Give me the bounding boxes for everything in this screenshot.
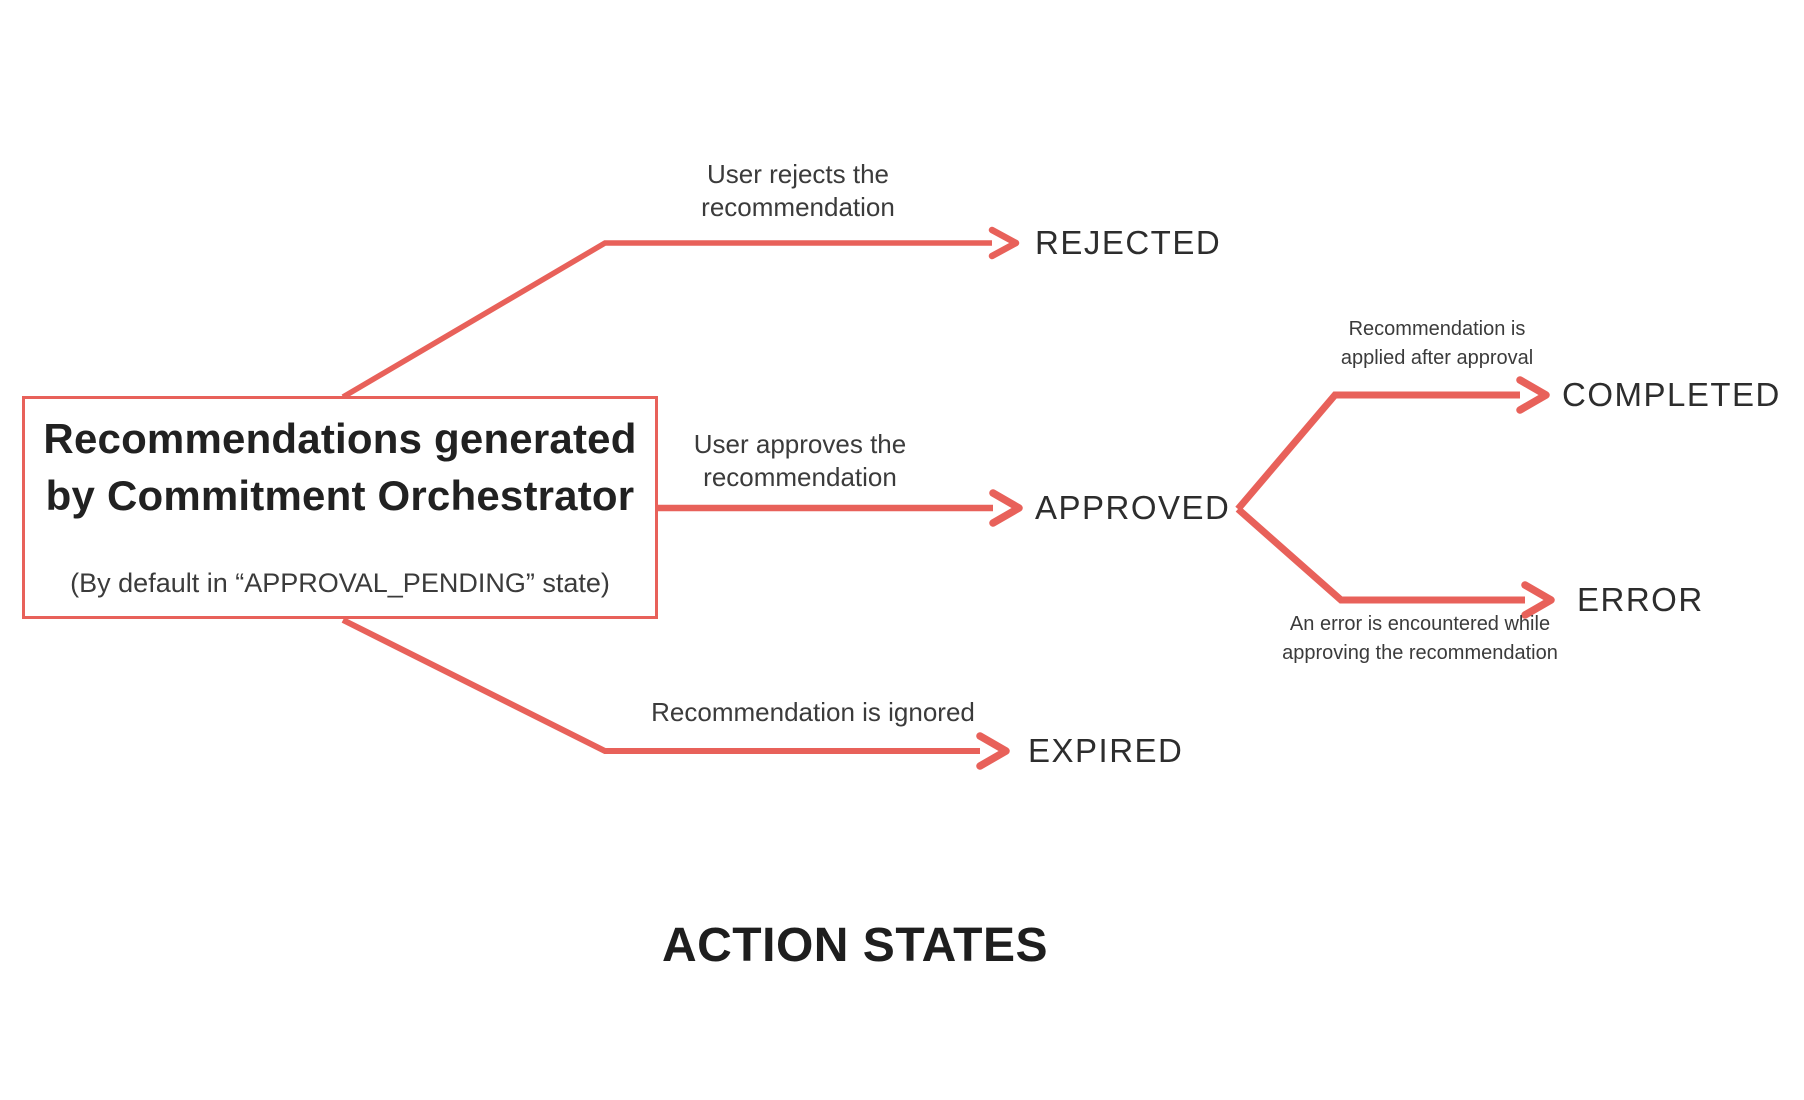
edge-expired-arrowhead-icon: [976, 732, 1010, 770]
state-completed: COMPLETED: [1562, 376, 1781, 413]
source-node-title: Recommendations generated by Commitment …: [43, 415, 637, 519]
state-approved: APPROVED: [1035, 489, 1231, 526]
state-expired: EXPIRED: [1028, 732, 1184, 769]
edge-approved-arrowhead-icon: [989, 489, 1023, 527]
source-node-subtitle: (By default in “APPROVAL_PENDING” state): [70, 568, 610, 598]
edge-expired-line: [341, 617, 980, 754]
edge-completed-arrowhead-icon: [1516, 376, 1550, 414]
edge-error-line: [1235, 506, 1525, 604]
diagram-title: ACTION STATES: [661, 919, 1049, 972]
edge-error-arrowhead-icon: [1521, 581, 1555, 619]
state-rejected: REJECTED: [1035, 224, 1222, 261]
edge-label-completed: Recommendation is applied after approval: [1340, 318, 1534, 369]
edge-label-error: An error is encountered while approving …: [1282, 613, 1558, 664]
edge-completed-line: [1235, 391, 1520, 512]
edge-rejected-line: [341, 240, 992, 400]
edge-label-approved: User approves the recommendation: [693, 429, 907, 492]
state-error: ERROR: [1577, 581, 1704, 618]
edge-label-expired: Recommendation is ignored: [651, 697, 975, 727]
source-node-box: Recommendations generated by Commitment …: [22, 396, 658, 619]
edge-rejected-arrowhead-icon: [988, 226, 1020, 260]
edge-label-rejected: User rejects the recommendation: [701, 159, 895, 222]
